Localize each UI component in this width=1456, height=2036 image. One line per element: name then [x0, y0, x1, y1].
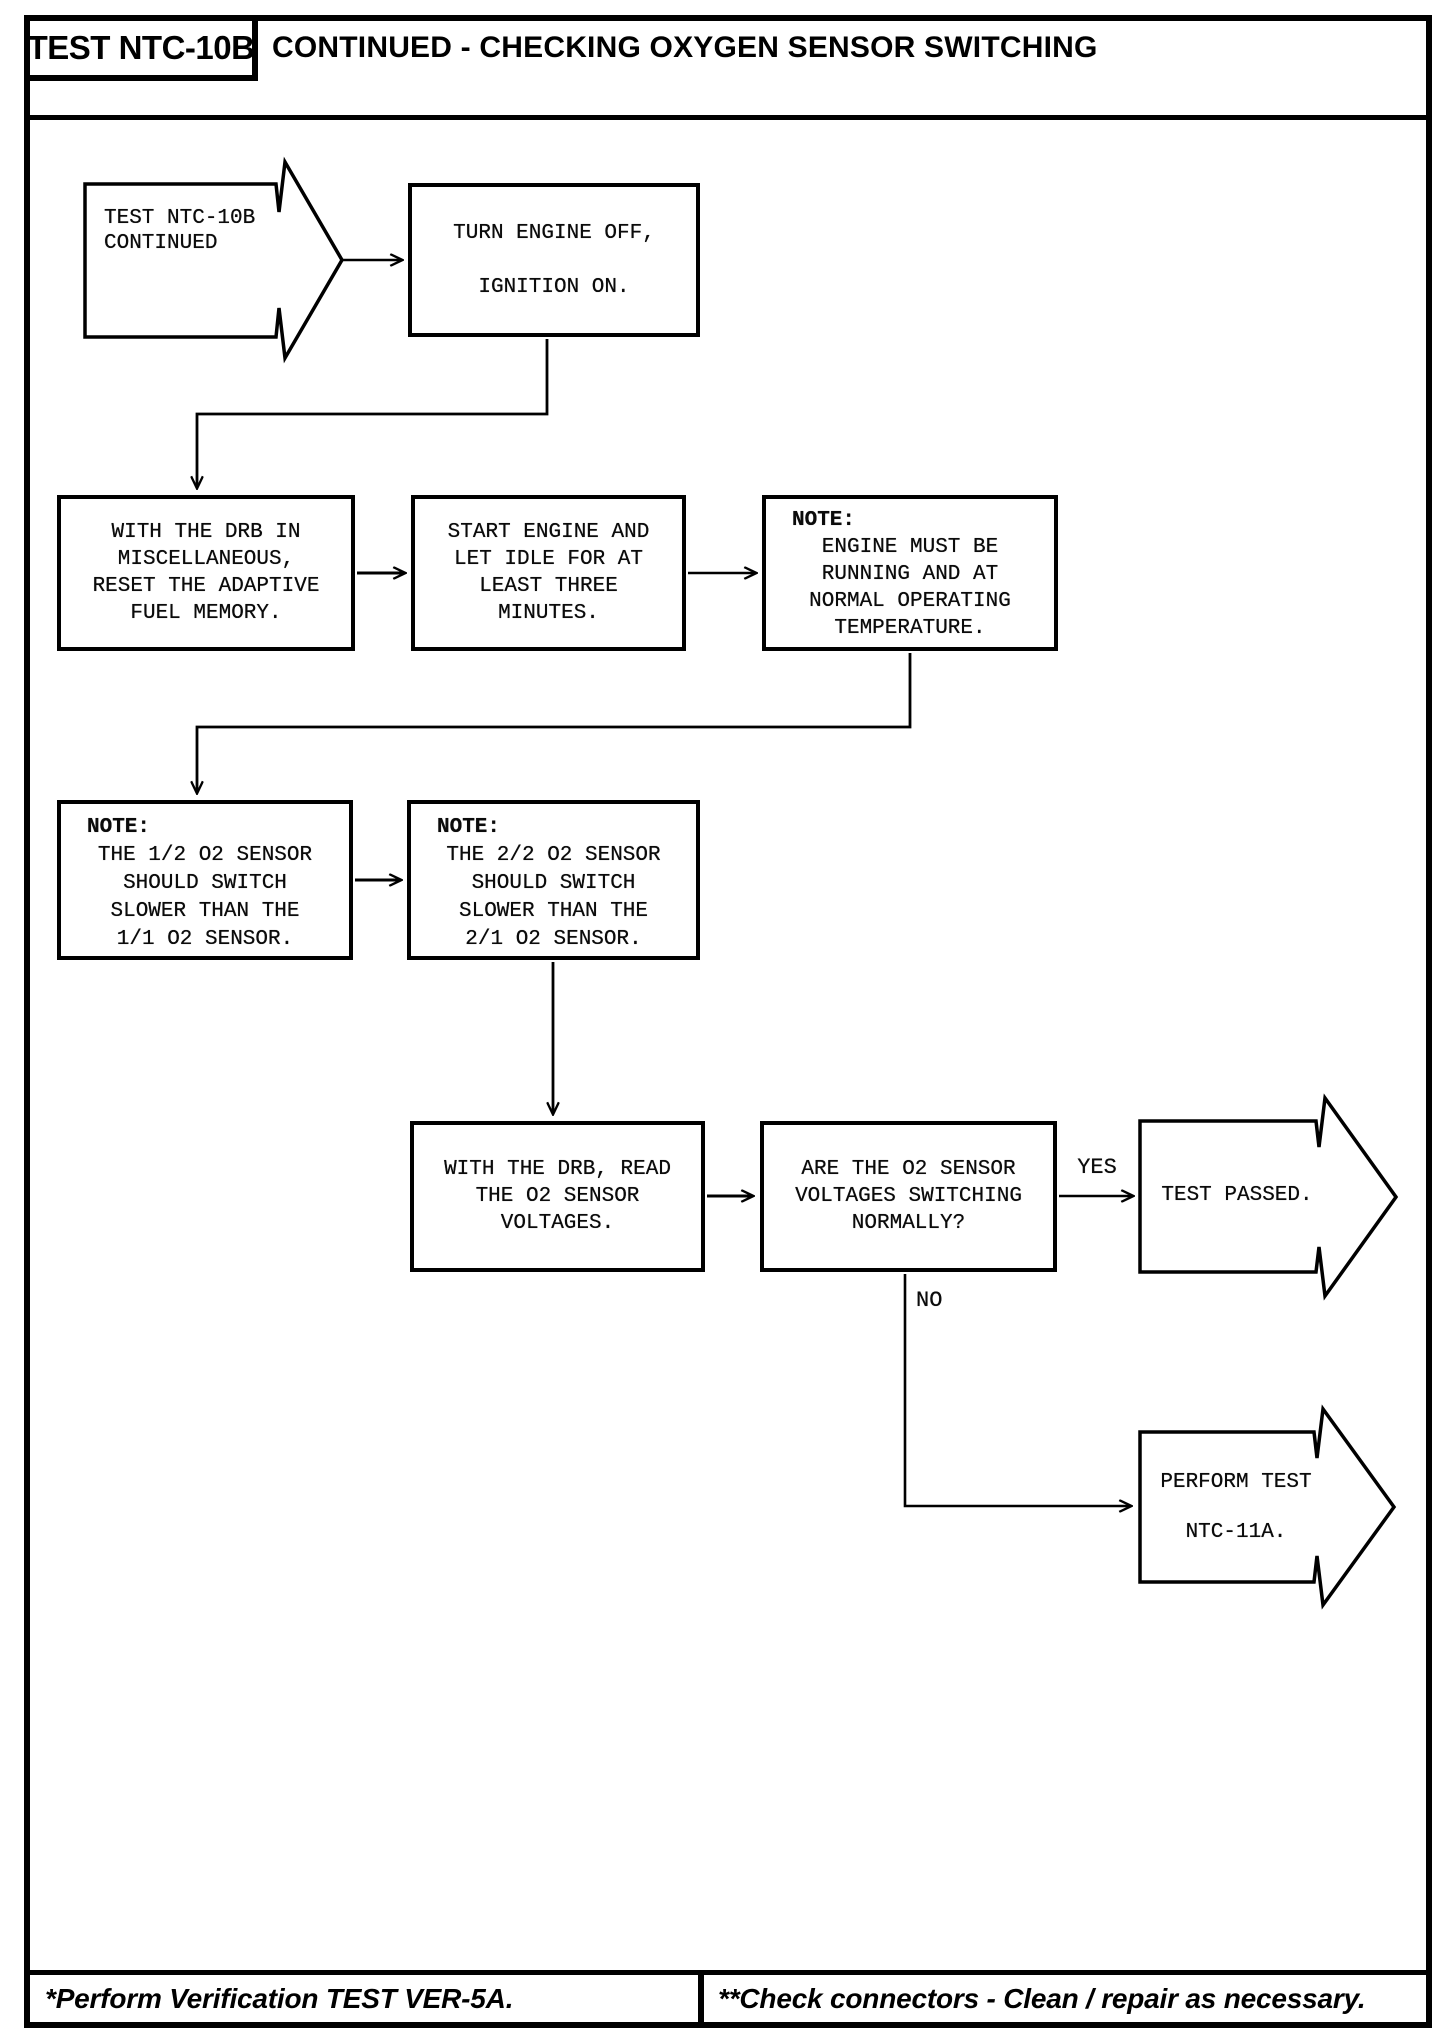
- note-engine-text: ENGINE MUST BE RUNNING AND AT NORMAL OPE…: [809, 536, 1011, 640]
- test-id-box: TEST NTC-10B: [24, 15, 258, 81]
- connector-note-to-sensor1: [197, 653, 912, 793]
- header-divider: [24, 115, 1432, 120]
- box-read-voltages-text: WITH THE DRB, READ THE O2 SENSOR VOLTAGE…: [444, 1158, 671, 1235]
- box-decision-switching: ARE THE O2 SENSOR VOLTAGES SWITCHING NOR…: [760, 1121, 1057, 1272]
- note-sensor-2-label: NOTE:: [437, 816, 501, 839]
- box-note-sensor-1: NOTE: THE 1/2 O2 SENSOR SHOULD SWITCH SL…: [57, 800, 353, 960]
- test-passed-arrow: [1138, 1093, 1399, 1301]
- box-start-engine-text: START ENGINE AND LET IDLE FOR AT LEAST T…: [447, 521, 650, 625]
- connector-turnoff-to-reset: [197, 339, 549, 488]
- footer-divider: [24, 1970, 1432, 1975]
- box-read-voltages: WITH THE DRB, READ THE O2 SENSOR VOLTAGE…: [410, 1121, 705, 1272]
- note-engine-label: NOTE:: [792, 509, 856, 532]
- note-sensor-1-label: NOTE:: [87, 816, 151, 839]
- page-border: [24, 15, 1432, 2028]
- box-turn-engine-off-text: TURN ENGINE OFF, IGNITION ON.: [453, 221, 655, 299]
- box-start-engine: START ENGINE AND LET IDLE FOR AT LEAST T…: [411, 495, 686, 651]
- note-sensor-1-text: THE 1/2 O2 SENSOR SHOULD SWITCH SLOWER T…: [97, 844, 313, 951]
- box-note-engine: NOTE: ENGINE MUST BE RUNNING AND AT NORM…: [762, 495, 1058, 651]
- start-banner-text: TEST NTC-10B CONTINUED: [104, 207, 256, 255]
- test-id-label: TEST NTC-10B: [27, 29, 255, 66]
- perform-test-text: PERFORM TEST NTC-11A.: [1160, 1471, 1312, 1544]
- connector-no: [903, 1274, 1131, 1506]
- box-note-sensor-2: NOTE: THE 2/2 O2 SENSOR SHOULD SWITCH SL…: [407, 800, 700, 960]
- start-banner-arrow: [83, 156, 345, 364]
- yes-branch-label: YES: [1077, 1155, 1117, 1180]
- footer-note-right: **Check connectors - Clean / repair as n…: [718, 1983, 1366, 2014]
- box-decision-switching-text: ARE THE O2 SENSOR VOLTAGES SWITCHING NOR…: [795, 1158, 1022, 1235]
- footer-note-left: *Perform Verification TEST VER-5A.: [45, 1983, 514, 2014]
- no-branch-label: NO: [916, 1288, 943, 1313]
- page-title: CONTINUED - CHECKING OXYGEN SENSOR SWITC…: [272, 31, 1098, 64]
- note-sensor-2-text: THE 2/2 O2 SENSOR SHOULD SWITCH SLOWER T…: [446, 844, 661, 951]
- perform-test-arrow: [1138, 1404, 1397, 1610]
- box-reset-fuel-memory-text: WITH THE DRB IN MISCELLANEOUS, RESET THE…: [92, 521, 320, 625]
- footer-split-line: [698, 1970, 704, 2022]
- test-passed-text: TEST PASSED.: [1161, 1184, 1313, 1207]
- box-turn-engine-off: TURN ENGINE OFF, IGNITION ON.: [408, 183, 700, 337]
- box-reset-fuel-memory: WITH THE DRB IN MISCELLANEOUS, RESET THE…: [57, 495, 355, 651]
